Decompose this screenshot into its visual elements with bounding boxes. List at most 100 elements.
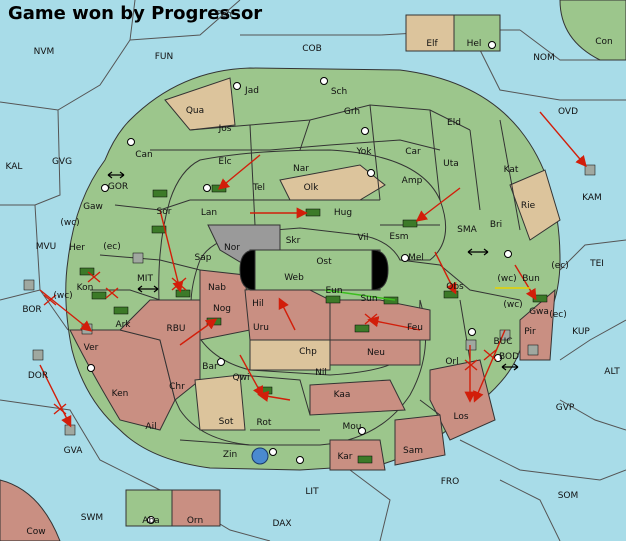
- sea-region-label: (wc): [503, 300, 522, 310]
- sea-region-label: MVU: [36, 242, 57, 252]
- land-region-label: Pir: [524, 327, 536, 337]
- land-region-label: Web: [284, 273, 304, 283]
- sea-region-label: LIT: [305, 487, 319, 497]
- land-region-label: Sot: [219, 417, 234, 427]
- game-status-title: Game won by Progressor: [8, 3, 263, 24]
- sea-region-label: BUC: [493, 337, 512, 347]
- land-region-label: Ost: [316, 257, 332, 267]
- land-region-label: Sam: [403, 446, 423, 456]
- land-region-label: Hil: [252, 299, 264, 309]
- sea-region-label: (ec): [551, 261, 569, 271]
- sea-region-label: KUP: [572, 327, 590, 337]
- sea-region-label: KAL: [6, 162, 23, 172]
- land-region-label: Rie: [521, 201, 536, 211]
- land-region-label: Qwi: [233, 373, 250, 383]
- land-region-label: Nar: [293, 164, 309, 174]
- land-region-label: Obs: [446, 282, 464, 292]
- land-region-label: Mou: [343, 422, 362, 432]
- land-region-label: Olk: [304, 183, 320, 193]
- sea-region-label: GVG: [52, 157, 72, 167]
- land-region-label: Her: [69, 243, 85, 253]
- sea-region-label: Orn: [187, 516, 203, 526]
- land-region-label: Eld: [447, 118, 461, 128]
- land-region-label: Uru: [253, 323, 269, 333]
- supply-centres: [87, 41, 512, 524]
- sea-region-label: GVA: [64, 446, 84, 456]
- land-region-label: Rot: [257, 418, 272, 428]
- sea-region-label: FRO: [441, 477, 460, 487]
- sea-region-label: GVP: [556, 403, 575, 413]
- land-region-label: Bun: [522, 274, 540, 284]
- sea-region-label: SOM: [558, 491, 579, 501]
- sea-region-label: BOD: [499, 352, 519, 362]
- land-region-label: Chp: [299, 347, 317, 357]
- land-region-label: Chr: [169, 382, 185, 392]
- land-region-label: Qua: [186, 106, 204, 116]
- land-region-label: Nor: [224, 243, 240, 253]
- sea-region-label: NOM: [533, 53, 555, 63]
- sea-region-label: Hel: [467, 39, 482, 49]
- land-region-label: Mel: [408, 253, 424, 263]
- land-region-label: Jos: [218, 124, 232, 134]
- land-region-label: Nog: [213, 304, 231, 314]
- land-region-label: Gaw: [83, 202, 103, 212]
- land-region-label: Orl: [445, 357, 458, 367]
- sea-region-label: TEI: [589, 259, 604, 269]
- sea-region-label: OVD: [558, 107, 578, 117]
- land-region-label: Bar: [202, 362, 218, 372]
- land-region-label: Jad: [244, 86, 259, 96]
- land-region-label: Ail: [145, 422, 156, 432]
- land-region-label: Sor: [157, 207, 172, 217]
- land-region-label: Elc: [218, 157, 231, 167]
- land-region-label: Hug: [334, 208, 352, 218]
- land-region-label: Kaa: [334, 390, 351, 400]
- sea-region-label: GOR: [108, 182, 128, 192]
- land-region-label: Neu: [367, 348, 385, 358]
- sea-region-label: (wc): [497, 274, 516, 284]
- sea-region-label: Aba: [142, 516, 159, 526]
- land-region-label: Uta: [443, 159, 459, 169]
- land-region-label: Skr: [286, 236, 301, 246]
- land-region-label: Lan: [201, 208, 217, 218]
- sea-region-label: SWM: [81, 513, 103, 523]
- land-region-label: Vil: [358, 233, 369, 243]
- sea-region-label: BOR: [22, 305, 41, 315]
- sea-region-label: Elf: [426, 39, 438, 49]
- land-region-label: Nab: [208, 283, 226, 293]
- sea-region-label: (ec): [549, 310, 567, 320]
- sea-region-label: DAX: [272, 519, 291, 529]
- land-region-label: Los: [453, 412, 468, 422]
- sea-region-label: Con: [595, 37, 613, 47]
- land-region-label: Sun: [360, 294, 377, 304]
- sea-region-label: KAM: [582, 193, 602, 203]
- sea-region-label: DOR: [28, 371, 48, 381]
- main-continent: [65, 67, 561, 471]
- land-region-label: Esm: [389, 232, 408, 242]
- land-region-label: Tel: [252, 183, 265, 193]
- sea-region-label: RBU: [166, 324, 185, 334]
- land-region-label: Zin: [223, 450, 237, 460]
- coast-links: [107, 171, 519, 371]
- land-region-label: Ark: [115, 320, 131, 330]
- land-region-label: Sap: [195, 253, 212, 263]
- sea-region-label: (wc): [60, 218, 79, 228]
- land-region-label: Ken: [112, 389, 129, 399]
- order-support: [324, 289, 396, 301]
- land-region-label: Feu: [407, 323, 423, 333]
- sea-region-label: Fen: [216, 10, 232, 20]
- land-region-label: Car: [405, 147, 421, 157]
- land-region-label: Sch: [331, 87, 347, 97]
- sea-region-label: (wc): [53, 291, 72, 301]
- sea-region-label: Cow: [26, 527, 45, 537]
- sea-region-label: (ec): [103, 242, 121, 252]
- land-region-label: Bri: [490, 220, 502, 230]
- land-region-label: Ver: [84, 343, 99, 353]
- land-region-label: Eun: [325, 286, 342, 296]
- land-region-label: Can: [135, 150, 153, 160]
- land-region-label: Grh: [344, 107, 360, 117]
- land-region-label: Gwa: [529, 307, 549, 317]
- land-region-label: Amp: [402, 176, 423, 186]
